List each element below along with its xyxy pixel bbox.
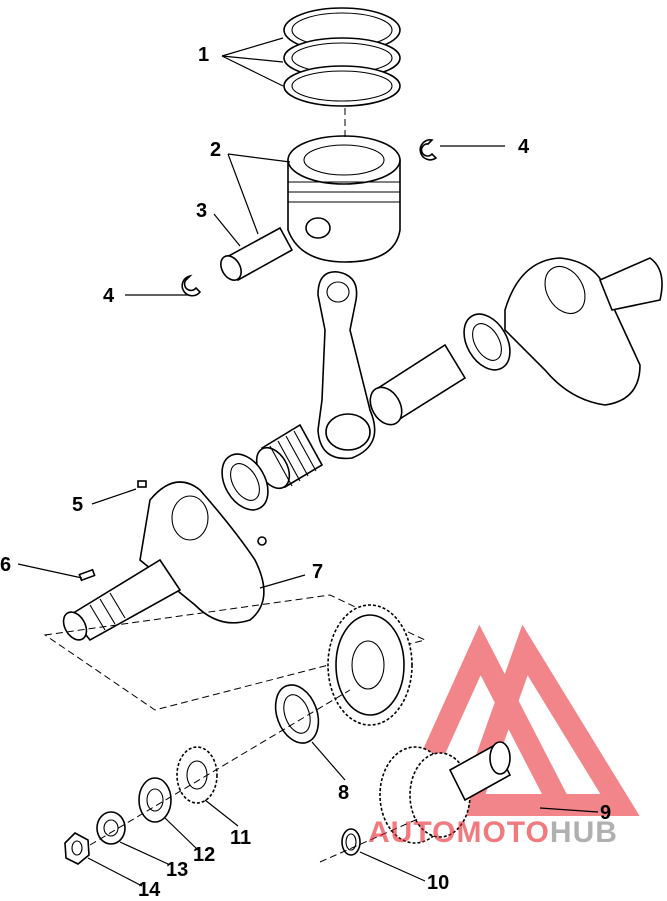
sprocket (176, 746, 218, 804)
callout-11: 11 (230, 827, 252, 849)
callout-4-lower: 4 (103, 285, 115, 307)
callout-2: 2 (210, 139, 222, 161)
axis-line-lower (89, 689, 351, 846)
assembly-box (43, 594, 427, 711)
callout-9: 9 (600, 802, 612, 824)
balancer-gear (379, 741, 512, 844)
drive-gear (327, 604, 413, 726)
washer-13 (96, 811, 126, 845)
circlip-lower (181, 274, 202, 297)
callout-13: 13 (166, 859, 189, 881)
callout-1: 1 (198, 44, 210, 66)
callout-3: 3 (196, 200, 208, 222)
callout-5: 5 (72, 494, 84, 516)
callout-6: 6 (0, 554, 12, 576)
watermark-logo-icon (392, 624, 640, 816)
piston (287, 135, 401, 263)
thrust-washer-right (463, 313, 511, 371)
callout-12: 12 (193, 844, 216, 866)
nut-14 (64, 832, 90, 865)
watermark-part-hub: HUB (549, 816, 618, 849)
needle-bearing (255, 423, 324, 490)
watermark-part-auto: AUTO (368, 816, 457, 849)
dowel-pin (137, 480, 147, 488)
callout-8: 8 (338, 782, 350, 804)
piston-pin (220, 226, 294, 282)
crankshaft-left (62, 481, 265, 642)
leader-lines (17, 37, 599, 887)
axis-line-gear (319, 817, 421, 863)
callout-4-upper: 4 (518, 136, 530, 158)
crank-pin (369, 343, 467, 426)
callout-10: 10 (427, 872, 450, 894)
circlip-upper (419, 139, 438, 161)
washer-10 (341, 828, 361, 856)
woodruff-key (78, 568, 96, 582)
thrust-washer-left (221, 453, 269, 511)
callout-7: 7 (312, 561, 324, 583)
washer-8 (274, 684, 320, 744)
callout-14: 14 (138, 879, 161, 901)
piston-rings (283, 7, 401, 107)
crank-web-right (504, 257, 663, 406)
connecting-rod (317, 271, 376, 460)
small-ball (257, 536, 267, 546)
watermark-text: AUTOMOTOHUB (368, 818, 618, 848)
watermark-part-moto: MOTO (456, 816, 550, 849)
